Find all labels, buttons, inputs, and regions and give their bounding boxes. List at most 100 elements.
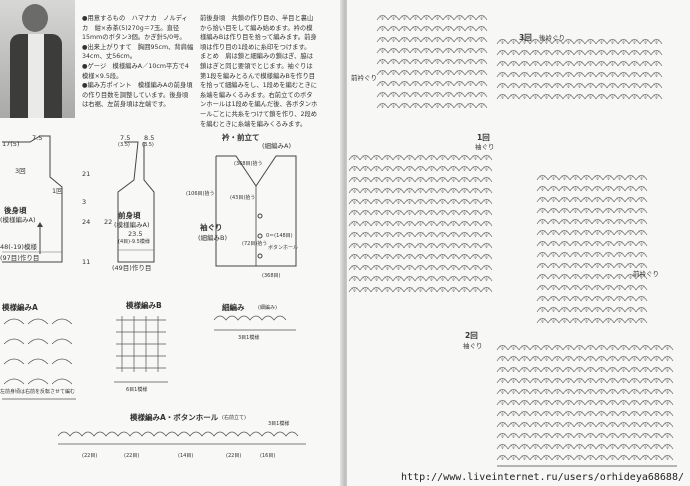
fan-spoke: [483, 220, 487, 227]
fan-spoke: [513, 344, 517, 351]
fan-spoke: [619, 240, 623, 247]
fan-spoke: [598, 432, 602, 439]
fan-spoke: [609, 355, 613, 362]
fan-spoke: [561, 207, 565, 214]
fan-spoke: [464, 165, 468, 172]
fan-spoke: [638, 207, 642, 214]
fan-spoke: [550, 273, 554, 280]
fan-spoke: [486, 220, 490, 227]
fan-spoke: [656, 49, 660, 56]
fan-spoke: [456, 36, 460, 43]
fan-spoke: [461, 187, 465, 194]
fan-spoke: [439, 231, 443, 238]
fan-spoke: [546, 355, 550, 362]
fan-spoke: [609, 432, 613, 439]
front-chain: (49目)作り目: [112, 264, 152, 272]
fan-spoke: [453, 165, 457, 172]
fan-spoke: [448, 91, 452, 98]
fan-spoke: [387, 264, 391, 271]
fan-spoke: [616, 262, 620, 269]
dim-75: 7.5: [32, 134, 43, 142]
fan-spoke: [583, 207, 587, 214]
fan-spoke: [645, 93, 649, 100]
fan-spoke: [590, 454, 594, 461]
fan-spoke: [415, 91, 419, 98]
fan-spoke: [564, 273, 568, 280]
fan-spoke: [586, 218, 590, 225]
fan-spoke: [641, 196, 645, 203]
fan-spoke: [395, 275, 399, 282]
fan-spoke: [472, 198, 476, 205]
fan-spoke: [565, 71, 569, 78]
fan-spoke: [354, 187, 358, 194]
fan-spoke: [630, 196, 634, 203]
fan-spoke: [510, 443, 514, 450]
fan-spoke: [542, 218, 546, 225]
book-gutter: [340, 0, 350, 486]
fan-spoke: [376, 176, 380, 183]
fan-spoke: [404, 47, 408, 54]
fan-spoke: [609, 388, 613, 395]
fan-spoke: [426, 91, 430, 98]
fan-spoke: [456, 80, 460, 87]
fan-spoke: [653, 366, 657, 373]
fan-spoke: [546, 432, 550, 439]
fan-spoke: [499, 344, 503, 351]
fan-spoke: [568, 71, 572, 78]
fan-spoke: [406, 176, 410, 183]
fan-spoke: [401, 25, 405, 32]
fan-spoke: [590, 60, 594, 67]
fan-spoke: [608, 295, 612, 302]
fan-spoke: [535, 399, 539, 406]
fan-spoke: [475, 154, 479, 161]
fan-spoke: [521, 366, 525, 373]
fan-spoke: [609, 344, 613, 351]
fan-spoke: [587, 38, 591, 45]
fan-spoke: [575, 251, 579, 258]
fan-spoke: [379, 25, 383, 32]
fan-spoke: [412, 36, 416, 43]
fan-spoke: [667, 399, 671, 406]
fan-spoke: [448, 58, 452, 65]
fan-spoke: [384, 220, 388, 227]
fan-spoke: [564, 196, 568, 203]
fan-spoke: [641, 229, 645, 236]
fan-spoke: [395, 253, 399, 260]
fan-spoke: [550, 284, 554, 291]
fan-spoke: [404, 58, 408, 65]
fan-spoke: [513, 421, 517, 428]
fan-spoke: [445, 80, 449, 87]
fan-spoke: [453, 264, 457, 271]
fan-spoke: [472, 286, 476, 293]
fan-spoke: [620, 38, 624, 45]
fan-spoke: [478, 14, 482, 21]
fan-spoke: [373, 264, 377, 271]
fan-spoke: [453, 187, 457, 194]
fan-spoke: [623, 355, 627, 362]
fan-spoke: [550, 218, 554, 225]
fan-spoke: [656, 388, 660, 395]
fan-spoke: [354, 231, 358, 238]
fan-spoke: [524, 399, 528, 406]
fan-spoke: [521, 399, 525, 406]
fan-spoke: [532, 82, 536, 89]
fan-spoke: [406, 187, 410, 194]
fan-spoke: [510, 366, 514, 373]
fan-spoke: [481, 80, 485, 87]
fan-spoke: [620, 388, 624, 395]
fan-spoke: [627, 306, 631, 313]
fan-spoke: [513, 71, 517, 78]
fan-spoke: [431, 275, 435, 282]
fan-spoke: [612, 71, 616, 78]
fan-spoke: [590, 410, 594, 417]
fan-spoke: [373, 198, 377, 205]
fan-spoke: [423, 14, 427, 21]
fan-spoke: [502, 38, 506, 45]
fan-spoke: [532, 410, 536, 417]
pattern-wave-repeat: 3目1模様: [238, 335, 260, 341]
fan-spoke: [439, 253, 443, 260]
fan-spoke: [450, 187, 454, 194]
fan-spoke: [365, 220, 369, 227]
fan-spoke: [550, 185, 554, 192]
fan-spoke: [630, 251, 634, 258]
